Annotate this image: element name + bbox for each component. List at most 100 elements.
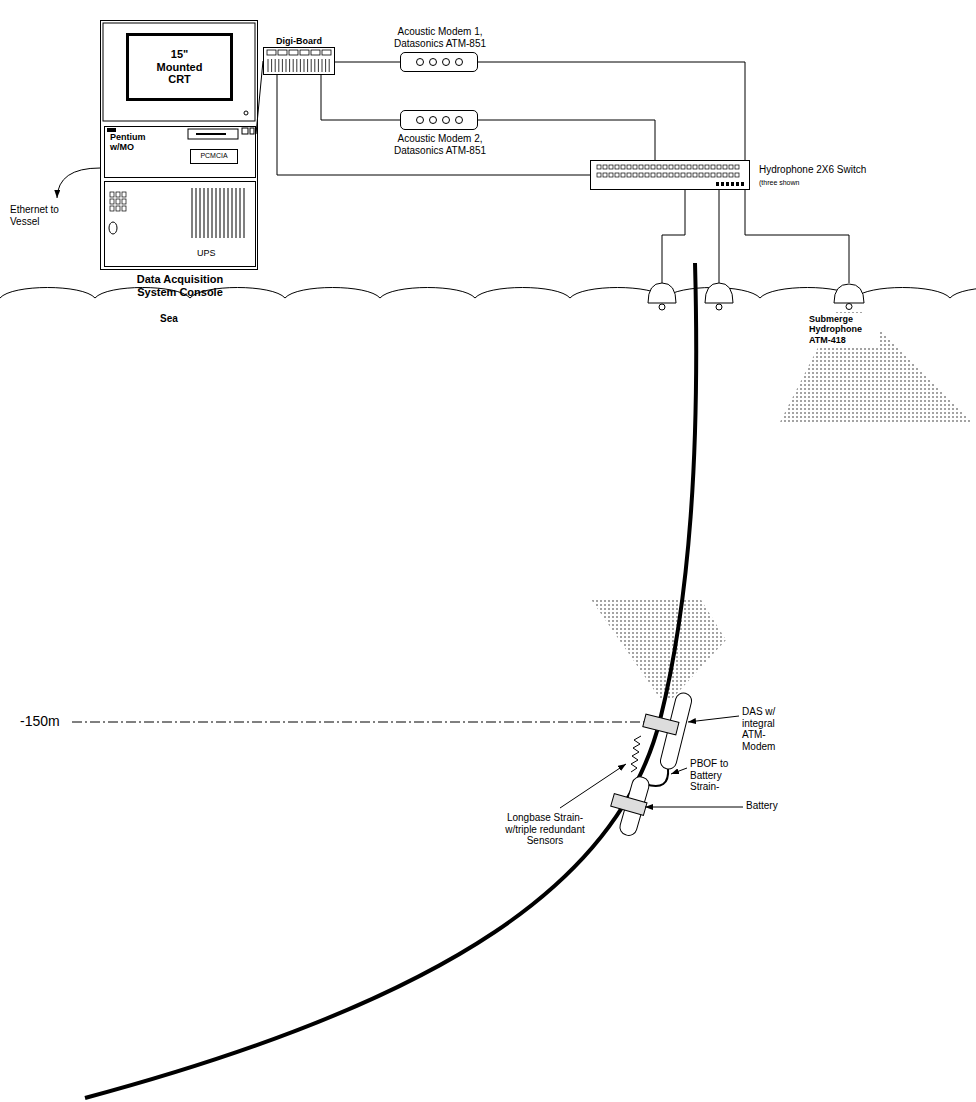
vent-slot — [208, 188, 209, 238]
switch-port — [651, 165, 655, 169]
node-label: PCMCIA — [200, 152, 227, 160]
switch-port — [627, 165, 631, 169]
port-pin — [300, 59, 301, 72]
switch-ports — [597, 165, 744, 186]
indicator — [430, 59, 437, 66]
panel-button — [250, 128, 254, 134]
port-pin — [289, 59, 290, 72]
switch-port — [669, 173, 673, 177]
switch-port — [681, 173, 685, 177]
switch-port — [723, 165, 727, 169]
switch-port — [729, 165, 733, 169]
switch-port — [603, 173, 607, 177]
vent-slot — [216, 188, 217, 238]
key — [110, 206, 114, 211]
strain-sensor — [631, 736, 641, 772]
drive-slot — [188, 129, 238, 139]
port-pin — [282, 59, 283, 72]
hydrophone-cable — [662, 190, 685, 283]
monitor-button — [244, 111, 248, 115]
depth-label: -150m — [20, 713, 60, 729]
key — [116, 199, 120, 204]
vent-slot — [200, 188, 201, 238]
hydrophone-beam — [780, 312, 972, 422]
switch-key — [736, 182, 739, 186]
callout-label: Battery — [746, 800, 778, 812]
key — [122, 199, 126, 204]
switch-port — [633, 173, 637, 177]
hydrophone-cable — [719, 190, 720, 283]
node-label: Pentium w/MO — [110, 132, 154, 153]
switch-port — [705, 165, 709, 169]
digi-ports — [267, 50, 331, 72]
switch-port — [651, 173, 655, 177]
indicator — [443, 59, 450, 66]
switch-port — [717, 173, 721, 177]
switch-port — [639, 173, 643, 177]
vent-slot — [220, 188, 221, 238]
hydrophone-tip — [659, 304, 665, 310]
cable-connector — [478, 120, 655, 160]
switch-port — [735, 165, 739, 169]
indicator — [430, 117, 437, 124]
callout-label: Longbase Strain- w/triple redundant Sens… — [495, 812, 595, 847]
hydrophone-switch: Hydrophone 2X6 Switch(three shown — [590, 160, 750, 190]
switch-key — [731, 182, 734, 186]
power-switch — [109, 222, 117, 234]
port-pin — [329, 59, 330, 72]
port-pin — [314, 59, 315, 72]
cable-connector — [277, 75, 590, 175]
switch-port — [699, 165, 703, 169]
port — [311, 50, 320, 55]
switch-port — [711, 173, 715, 177]
switch-port — [633, 165, 637, 169]
cable-connector — [321, 75, 400, 120]
port — [278, 50, 287, 55]
port — [267, 50, 276, 55]
hydrophone-dome — [834, 284, 864, 303]
hydrophone-dome — [705, 283, 733, 303]
callout-label: PBOF to Battery Strain- — [690, 758, 748, 793]
key — [122, 206, 126, 211]
switch-port — [639, 165, 643, 169]
vent-slot — [224, 188, 225, 238]
switch-port — [597, 165, 601, 169]
port-pin — [286, 59, 287, 72]
crt-screen: 15" Mounted CRT — [126, 33, 233, 101]
battery-clamp — [611, 794, 647, 816]
switch-port — [627, 173, 631, 177]
port-pin — [293, 59, 294, 72]
leader-line — [671, 768, 687, 774]
vent-slot — [244, 188, 245, 238]
switch-port — [693, 173, 697, 177]
modem-indicators — [417, 59, 463, 124]
indicator — [443, 117, 450, 124]
drive-opening — [196, 133, 226, 135]
vent-slot — [204, 188, 205, 238]
port-pin — [304, 59, 305, 72]
callout-label: DAS w/ integral ATM- Modem — [742, 706, 800, 752]
panel-button — [242, 128, 248, 134]
switch-port — [711, 165, 715, 169]
switch-port — [645, 173, 649, 177]
node-label: Data Acquisition System Console — [120, 273, 240, 298]
switch-port — [687, 173, 691, 177]
switch-port — [717, 165, 721, 169]
node-label: Submerge Hydrophone ATM-418 — [808, 313, 880, 346]
port-pin — [275, 59, 276, 72]
computer-panel: Pentium w/MO PCMCIA — [104, 126, 256, 178]
switch-port — [735, 173, 739, 177]
depth-line — [72, 722, 648, 723]
key — [116, 192, 120, 197]
port-pin — [318, 59, 319, 72]
key — [110, 192, 114, 197]
panel-led — [107, 128, 116, 132]
vent-slot — [228, 188, 229, 238]
node-label: Hydrophone 2X6 Switch — [759, 164, 866, 176]
port-pin — [325, 59, 326, 72]
hydrophone-dome — [648, 283, 676, 303]
hydrophone-tip — [846, 304, 852, 310]
switch-key — [721, 182, 724, 186]
acoustic-modem: Acoustic Modem 2, Datasonics ATM-851 — [400, 110, 478, 130]
